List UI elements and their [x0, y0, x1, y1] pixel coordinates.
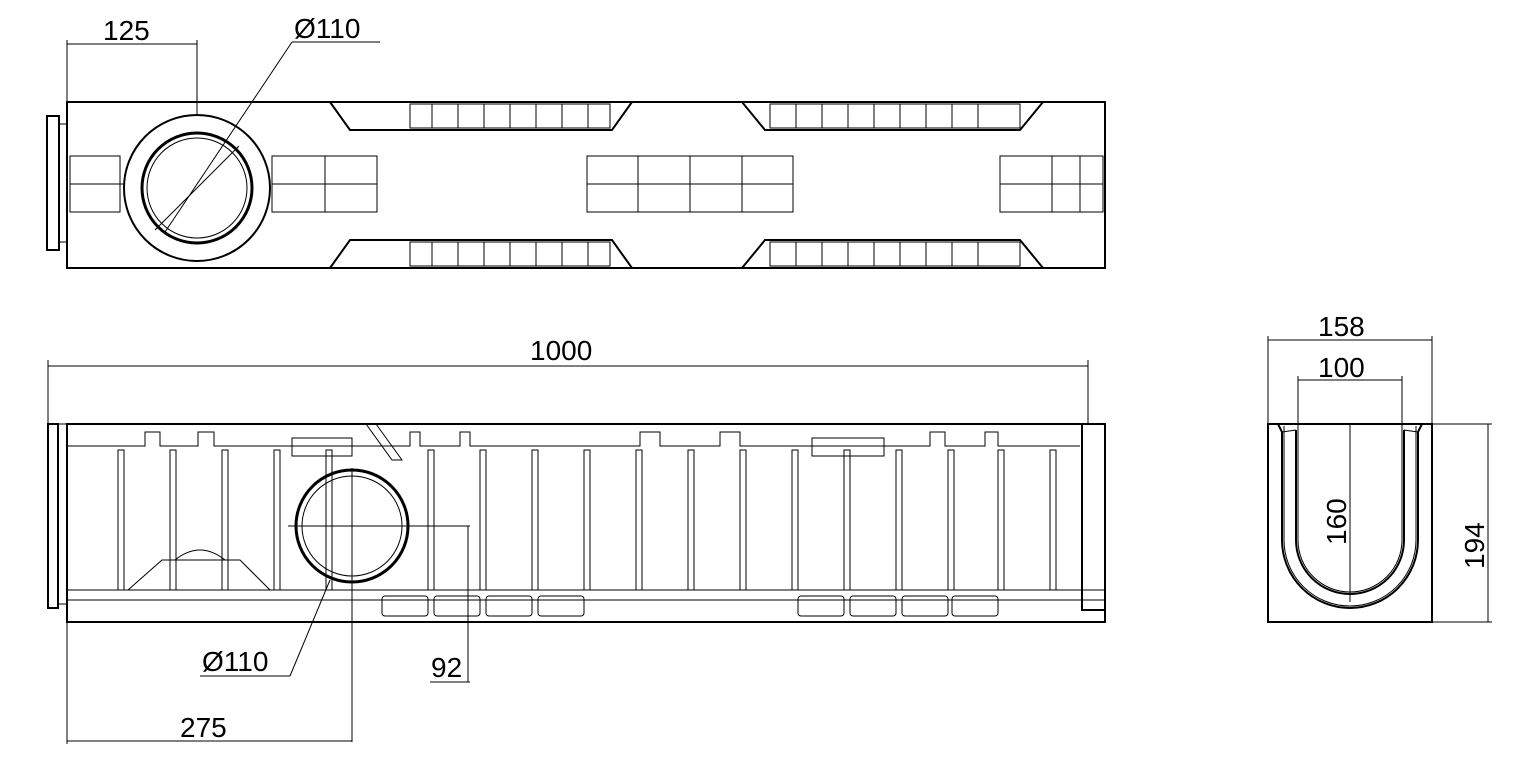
side-view	[47, 423, 1106, 742]
dim-section-width-inner: 100	[1318, 352, 1365, 383]
dim-side-offset: 275	[180, 712, 227, 743]
dim-section-width-outer: 158	[1318, 311, 1365, 342]
dim-section-height-outer: 194	[1459, 522, 1490, 569]
dim-top-offset: 125	[103, 15, 150, 46]
side-view-dimensions: 1000 275 Ø110 92	[47, 335, 1089, 744]
dim-overall-length: 1000	[530, 335, 592, 366]
dim-side-height: 92	[431, 652, 462, 683]
dim-side-diameter: Ø110	[202, 646, 268, 677]
top-view	[46, 101, 1106, 269]
side-ribs	[117, 449, 1057, 591]
top-view-dimensions: 125 Ø110	[66, 13, 380, 233]
cross-section-dimensions: 158 100 160 194	[1267, 311, 1492, 623]
dim-section-depth-inner: 160	[1321, 498, 1352, 545]
dim-top-diameter: Ø110	[294, 13, 360, 44]
